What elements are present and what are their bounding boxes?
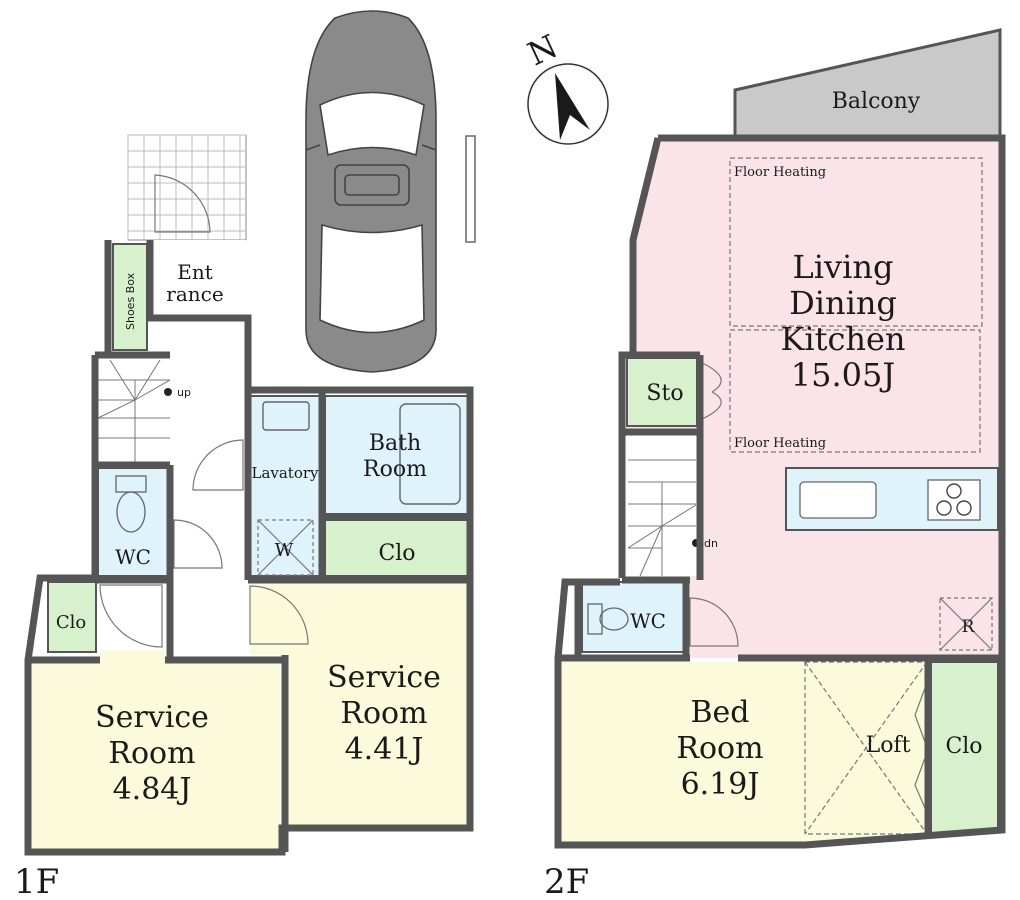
stairs-1f bbox=[97, 359, 171, 465]
label-wc-2f: WC bbox=[630, 609, 666, 633]
room-lavatory bbox=[249, 395, 323, 577]
service-right-door[interactable] bbox=[249, 585, 309, 645]
entrance-porch bbox=[127, 134, 247, 241]
washbasin bbox=[262, 401, 310, 431]
walls-2f bbox=[554, 134, 1006, 849]
car-icon bbox=[305, 10, 437, 373]
room-balcony bbox=[733, 28, 1002, 140]
walls-1f bbox=[24, 240, 474, 856]
label-floor-heating-bottom: Floor Heating bbox=[734, 436, 826, 451]
toilet-2f-icon bbox=[587, 603, 629, 635]
bathtub bbox=[399, 403, 461, 505]
room-bath bbox=[324, 395, 469, 515]
room-service-left bbox=[28, 650, 280, 850]
floor-1: up bbox=[14, 10, 476, 900]
loft-cross-b bbox=[804, 661, 928, 835]
room-bed bbox=[560, 662, 928, 842]
sto-door[interactable] bbox=[699, 361, 722, 421]
stair-dn-label: dn bbox=[704, 537, 718, 550]
burner-icon bbox=[956, 500, 972, 516]
room-shoes-box bbox=[112, 243, 148, 351]
label-floor-heating-top: Floor Heating bbox=[734, 165, 826, 180]
floor-heating-area-bottom bbox=[729, 329, 981, 453]
label-sto: Sto bbox=[646, 381, 683, 406]
toilet-1f-icon bbox=[115, 475, 147, 533]
fence bbox=[465, 135, 476, 243]
entrance-door[interactable] bbox=[154, 174, 211, 233]
washer-space bbox=[257, 519, 314, 576]
fridge-space bbox=[939, 597, 993, 651]
label-clo-2f: Clo bbox=[945, 734, 982, 759]
floor-2: N Balcony Floor Heating Floor Heating Li… bbox=[522, 27, 1006, 900]
label-lavatory: Lavatory bbox=[251, 464, 319, 482]
floor-heating-area-top bbox=[729, 157, 983, 327]
kitchen-sink bbox=[799, 481, 877, 519]
label-balcony: Balcony bbox=[832, 89, 921, 114]
room-entrance bbox=[150, 240, 246, 318]
corridor-door[interactable] bbox=[192, 439, 244, 491]
room-clo-small bbox=[47, 581, 97, 653]
label-wc-1f: WC bbox=[115, 545, 151, 569]
burner-icon bbox=[946, 483, 962, 499]
service-left-door[interactable] bbox=[99, 584, 163, 648]
floor-label-2f: 2F bbox=[544, 862, 589, 900]
room-stair-1f bbox=[98, 355, 170, 465]
wc-door-1f[interactable] bbox=[173, 519, 223, 569]
floor-label-1f: 1F bbox=[14, 862, 59, 900]
label-clo-small: Clo bbox=[56, 612, 86, 633]
kitchen-counter bbox=[785, 467, 999, 531]
compass-icon bbox=[527, 63, 609, 145]
stairs-2f bbox=[627, 459, 697, 577]
stair-up-marker bbox=[164, 388, 172, 396]
stair-up-label: up bbox=[177, 386, 191, 399]
washer-cross-b bbox=[257, 519, 314, 576]
label-w: W bbox=[275, 540, 294, 561]
burner-icon bbox=[936, 500, 952, 516]
cooktop bbox=[927, 479, 981, 521]
label-clo-mid: Clo bbox=[378, 541, 415, 566]
label-r: R bbox=[962, 617, 976, 637]
label-shoes-box: Shoes Box bbox=[124, 272, 137, 330]
fridge-cross-b bbox=[939, 597, 993, 651]
label-loft: Loft bbox=[866, 733, 911, 758]
wc-door-2f[interactable] bbox=[689, 597, 739, 647]
room-service-right bbox=[250, 582, 468, 826]
